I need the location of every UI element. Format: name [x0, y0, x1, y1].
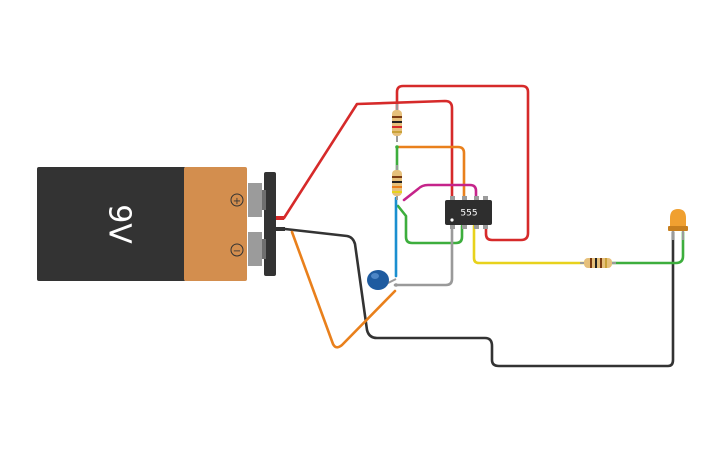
- battery-9v[interactable]: 9V + −: [37, 167, 276, 281]
- junction-dot: [395, 145, 399, 149]
- ic-pin[interactable]: [474, 224, 479, 229]
- resistor-r2[interactable]: [392, 165, 402, 200]
- battery-minus-symbol: −: [233, 246, 241, 257]
- wire-green-led[interactable]: [610, 230, 685, 265]
- battery-plus-marker: [230, 193, 244, 207]
- ic-pin[interactable]: [474, 196, 479, 201]
- capacitor-highlight: [371, 273, 379, 279]
- resistor-body: [584, 258, 612, 268]
- wire-yellow-output[interactable]: [472, 224, 587, 265]
- wire-black-ground[interactable]: [283, 227, 675, 368]
- resistor-band: [392, 176, 402, 178]
- ic-label: 555: [460, 209, 477, 219]
- led-base: [668, 226, 688, 231]
- led-dome: [670, 209, 686, 228]
- ic-pin[interactable]: [462, 196, 467, 201]
- wire-gray-capacitor-ground[interactable]: [393, 224, 454, 287]
- wire-red-vcc-loop[interactable]: [395, 84, 530, 242]
- ic-pin[interactable]: [483, 196, 488, 201]
- capacitor-body: [367, 270, 389, 290]
- resistor-band: [605, 258, 607, 268]
- battery-terminal-negative[interactable]: [248, 232, 262, 266]
- battery-terminal-positive[interactable]: [248, 183, 262, 217]
- resistor-band: [392, 126, 402, 128]
- battery-snap-negative: [262, 239, 266, 259]
- battery-snap-positive: [262, 190, 266, 210]
- resistor-r3[interactable]: [580, 258, 616, 268]
- capacitor-ceramic[interactable]: [367, 270, 397, 290]
- ic-555[interactable]: 555: [445, 196, 492, 229]
- resistor-band: [392, 131, 402, 133]
- wire-orange-threshold[interactable]: [395, 145, 466, 202]
- ic-body: [445, 200, 492, 225]
- wire-orange-trigger[interactable]: [290, 230, 397, 349]
- resistor-band: [392, 116, 402, 118]
- battery-connector[interactable]: [264, 172, 276, 276]
- resistor-band: [595, 258, 597, 268]
- resistor-r1[interactable]: [392, 104, 402, 142]
- junction-dot: [394, 283, 398, 287]
- ic-pin[interactable]: [483, 224, 488, 229]
- battery-plus-symbol: +: [233, 196, 241, 207]
- battery-cap: [184, 167, 247, 281]
- ic-pin1-dot: [450, 218, 454, 222]
- wire-green-pin-loop[interactable]: [396, 204, 464, 245]
- resistor-band: [590, 258, 592, 268]
- battery-minus-marker: [230, 243, 244, 257]
- ic-pin[interactable]: [462, 224, 467, 229]
- ic-pin[interactable]: [450, 196, 455, 201]
- wire-red-battery-positive[interactable]: [282, 99, 454, 220]
- battery-body: [37, 167, 186, 281]
- wire-magenta-discharge[interactable]: [402, 183, 478, 202]
- led[interactable]: [668, 209, 688, 240]
- resistor-band: [392, 186, 402, 188]
- resistor-band: [392, 121, 402, 123]
- ic-pin[interactable]: [450, 224, 455, 229]
- battery-label: 9V: [102, 204, 137, 244]
- resistor-band: [392, 181, 402, 183]
- resistor-band: [392, 191, 402, 193]
- resistor-band: [600, 258, 602, 268]
